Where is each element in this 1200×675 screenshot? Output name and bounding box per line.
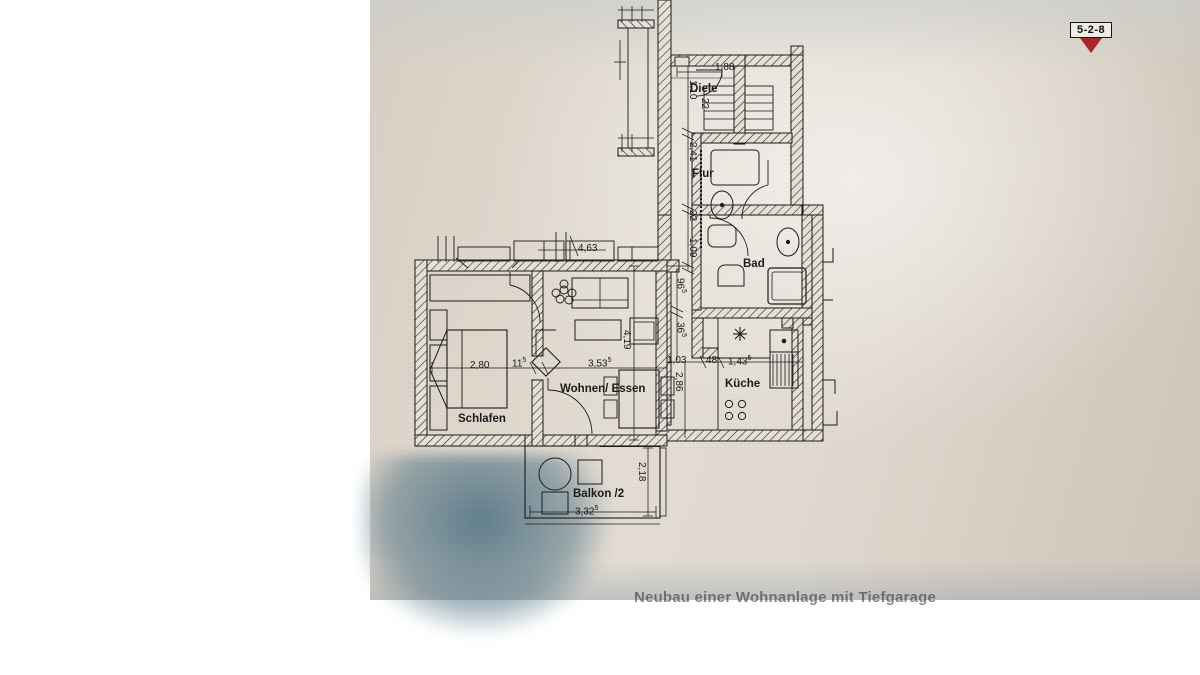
dimension-3-32-5: 3,325 (575, 505, 599, 518)
room-label-diele: Diele (690, 83, 718, 95)
room-label-wohnen-essen: Wohnen/ Essen (560, 383, 646, 395)
dimension-2-18: 2,18 (636, 462, 647, 482)
dimension-11-5: 115 (512, 357, 527, 370)
dimension-1-88: 1,88 (715, 62, 735, 73)
room-label-kueche: Küche (725, 378, 761, 390)
dimension-1-10: 1,10 (687, 80, 698, 100)
dimension-22-upper: 22 (699, 98, 710, 110)
dimension-22-lower: 22 (687, 210, 698, 222)
floor-plan-drawing: Diele Flur Bad Küche Wohnen/ Essen Schla… (370, 0, 1200, 606)
dimension-48: 48 (706, 355, 718, 366)
screenshot-root: Diele Flur Bad Küche Wohnen/ Essen Schla… (360, 0, 1200, 675)
floor-plan-svg (414, 0, 838, 525)
dimension-2-80: 2,80 (470, 360, 490, 371)
dimension-1-03: 1,03 (667, 355, 687, 366)
dimension-36-5: 365 (674, 322, 687, 338)
room-label-bad: Bad (743, 258, 765, 270)
dimension-4-19: 4,19 (621, 330, 632, 350)
plan-caption: Neubau einer Wohnanlage mit Tiefgarage (633, 589, 937, 606)
unit-tag-triangle-icon (1080, 38, 1103, 53)
room-label-schlafen: Schlafen (458, 413, 506, 425)
unit-tag-label: 5-2-8 (1070, 22, 1113, 38)
dimension-2-41: 2,41 (687, 142, 698, 162)
dimension-1-09: 1,09 (687, 238, 698, 258)
dimension-1-43-5: 1,435 (728, 355, 752, 368)
room-label-balkon: Balkon /2 (573, 488, 625, 500)
dimension-4-63: 4,63 (578, 243, 598, 254)
room-label-flur: Flur (692, 168, 714, 180)
dimension-3-53-5: 3,535 (588, 357, 612, 370)
unit-tag-marker[interactable]: 5-2-8 (1070, 22, 1113, 53)
dimension-96-5: 965 (674, 278, 687, 294)
dimension-2-86: 2,86 (673, 372, 684, 392)
